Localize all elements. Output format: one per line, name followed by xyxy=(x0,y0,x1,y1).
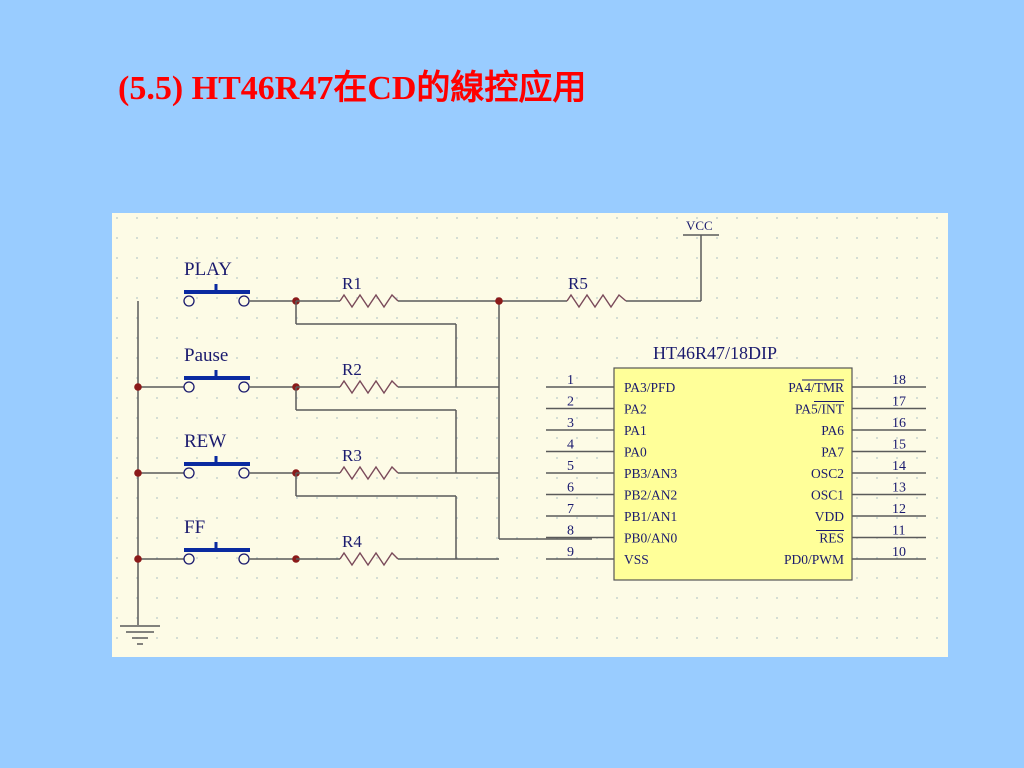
pin-name: PA0 xyxy=(624,445,647,460)
pin-number: 11 xyxy=(892,524,905,539)
pin-number: 17 xyxy=(892,395,906,410)
pin-name: OSC1 xyxy=(811,488,844,503)
resistor-label: R4 xyxy=(342,532,362,551)
resistor-r4 xyxy=(296,551,499,567)
chip-pin-right: 10 PD0/PWM xyxy=(784,545,926,567)
pin-number: 4 xyxy=(567,438,574,453)
pin-number: 13 xyxy=(892,481,906,496)
junction-dot xyxy=(495,297,503,305)
pin-name: PA1 xyxy=(624,423,647,438)
pin-number: 5 xyxy=(567,459,574,474)
chip-body xyxy=(613,367,853,581)
chip-pin-left: 6 PB2/AN2 xyxy=(546,481,677,503)
pin-number: 18 xyxy=(892,373,906,388)
resistor-r1 xyxy=(296,293,499,309)
pin-name: PA4/TMR xyxy=(788,380,844,395)
chip-pin-right: 13 OSC1 xyxy=(811,481,926,503)
push-button-play: PLAY xyxy=(183,259,457,387)
pin-name: RES xyxy=(819,531,844,546)
pin-name: PD0/PWM xyxy=(784,552,844,567)
resistor-r3 xyxy=(296,465,499,481)
resistor-label: R2 xyxy=(342,360,362,379)
button-label: PLAY xyxy=(184,259,232,280)
resistor-label: R1 xyxy=(342,274,362,293)
pin-number: 12 xyxy=(892,502,906,517)
chip-pin-right: 12 VDD xyxy=(815,502,926,524)
resistor-label: R3 xyxy=(342,446,362,465)
pin-name: PB1/AN1 xyxy=(624,509,677,524)
pin-name: PA6 xyxy=(821,423,844,438)
chip-pin-left: 8 PB0/AN0 xyxy=(546,524,678,546)
pin-number: 9 xyxy=(567,545,574,560)
junction-dot xyxy=(134,383,142,391)
pin-number: 2 xyxy=(567,395,574,410)
pin-name: PA5/INT xyxy=(795,402,845,417)
pin-number: 15 xyxy=(892,438,906,453)
chip-pin-left: 7 PB1/AN1 xyxy=(546,502,677,524)
slide-title: (5.5) HT46R47在CD的線控应用 xyxy=(118,70,587,107)
chip-pin-right: 11 RES xyxy=(819,524,926,546)
pin-number: 16 xyxy=(892,416,906,431)
pin-name: PB2/AN2 xyxy=(624,488,677,503)
button-label: REW xyxy=(184,431,226,452)
chip-name: HT46R47/18DIP xyxy=(653,343,777,363)
pin-name: PB0/AN0 xyxy=(624,531,678,546)
chip-pin-right: 17 PA5/INT xyxy=(795,395,926,417)
chip-pin-right: 16 PA6 xyxy=(821,416,926,438)
resistor-r2 xyxy=(296,379,499,395)
pin-name: PA7 xyxy=(821,445,844,460)
pin-name: PA2 xyxy=(624,402,647,417)
pin-name: OSC2 xyxy=(811,466,844,481)
push-button-pause: Pause xyxy=(134,345,457,473)
pin-number: 3 xyxy=(567,416,574,431)
pin-number: 6 xyxy=(567,481,574,496)
resistor-r5 xyxy=(499,293,701,309)
push-button-rew: REW xyxy=(134,431,457,559)
pin-number: 8 xyxy=(567,524,574,539)
pin-number: 1 xyxy=(567,373,574,388)
chip-pin-right: 14 OSC2 xyxy=(811,459,926,481)
chip-pin-left: 5 PB3/AN3 xyxy=(546,459,678,481)
button-label: FF xyxy=(184,517,205,538)
chip-pin-left: 4 PA0 xyxy=(546,438,647,460)
button-label: Pause xyxy=(184,345,228,366)
pin-number: 10 xyxy=(892,545,906,560)
chip-pin-left: 2 PA2 xyxy=(546,395,647,417)
push-button-ff: FF xyxy=(134,517,300,565)
r5-label: R5 xyxy=(568,274,588,293)
ground-symbol xyxy=(120,625,160,645)
chip-pin-right: 18 PA4/TMR xyxy=(788,373,926,395)
junction-dot xyxy=(134,469,142,477)
pin-name: VSS xyxy=(624,552,649,567)
pin-number: 14 xyxy=(892,459,906,474)
chip-pin-left: 3 PA1 xyxy=(546,416,647,438)
chip-pin-left: 1 PA3/PFD xyxy=(546,373,676,395)
chip-pin-right: 15 PA7 xyxy=(821,438,926,460)
chip-pin-left: 9 VSS xyxy=(546,545,649,567)
pin-name: PA3/PFD xyxy=(624,380,676,395)
pin-name: VDD xyxy=(815,509,844,524)
vcc-label: VCC xyxy=(686,218,713,233)
pin-name: PB3/AN3 xyxy=(624,466,678,481)
junction-dot xyxy=(134,555,142,563)
pin-number: 7 xyxy=(567,502,574,517)
